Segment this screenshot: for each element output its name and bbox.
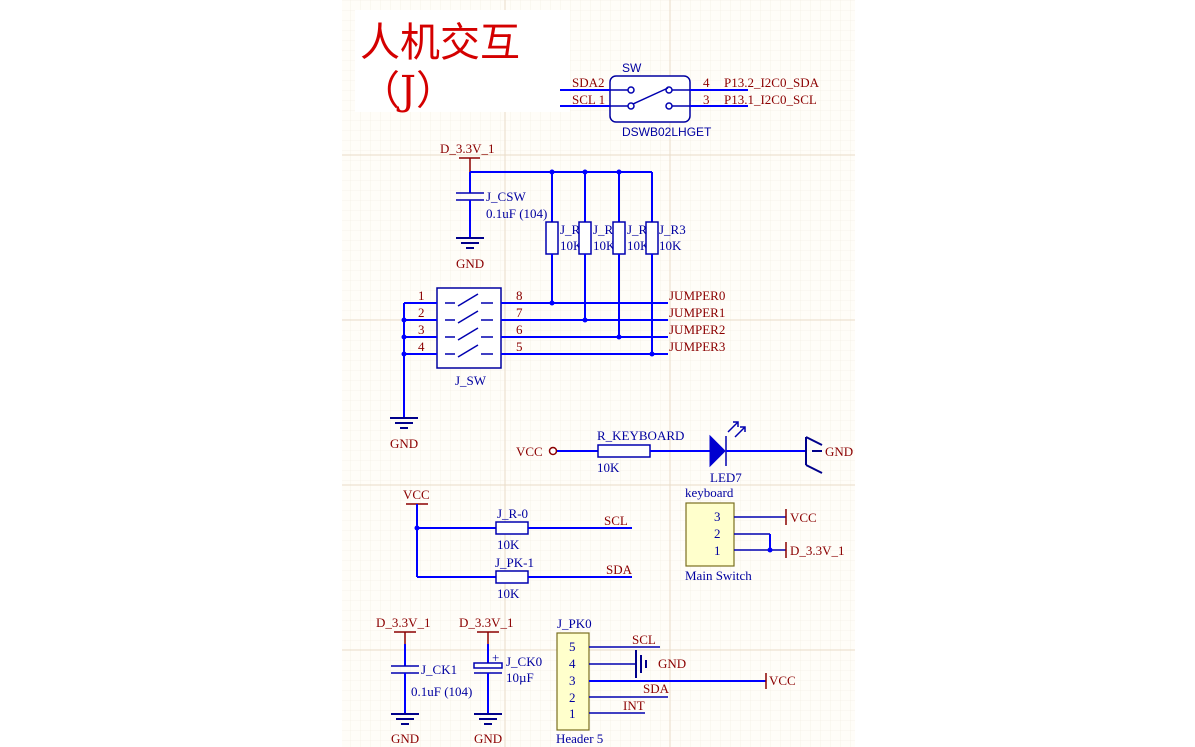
resistor-j-r2-value: 10K xyxy=(627,238,650,253)
dip-pin-3: 3 xyxy=(418,322,425,337)
header5-gnd-symbol xyxy=(635,650,647,678)
pullup-net-scl: SCL xyxy=(604,513,628,528)
keyboard-header-title: keyboard xyxy=(685,485,734,500)
dip-pin-6: 6 xyxy=(516,322,523,337)
header5-net-int: INT xyxy=(623,698,645,713)
resistor-j-r3: J_R3 10K xyxy=(645,172,686,354)
resistor-keyboard-value: 10K xyxy=(597,460,620,475)
dip-pin-2: 2 xyxy=(418,305,425,320)
dip-gnd: GND xyxy=(390,436,418,451)
resistor-j-pk-1-ref: J_PK-1 xyxy=(495,555,534,570)
dip-pin-4: 4 xyxy=(418,339,425,354)
resistor-j-r3-ref: J_R3 xyxy=(659,222,686,237)
dip-pin-8: 8 xyxy=(516,288,523,303)
cap-j-ck1-value: 0.1uF (104) xyxy=(411,684,472,699)
pullup-vcc: VCC xyxy=(403,487,430,502)
net-jumper3: JUMPER3 xyxy=(669,339,725,354)
cap-csw-ref: J_CSW xyxy=(486,189,526,204)
dip-pin-5: 5 xyxy=(516,339,523,354)
top-switch-net-right-1: P13.2_I2C0_SDA xyxy=(724,75,820,90)
led-gnd: GND xyxy=(825,444,853,459)
keyboard-pin-1: 1 xyxy=(714,543,721,558)
resistor-j-r0-value: 10K xyxy=(560,238,583,253)
keyboard-pin-2: 2 xyxy=(714,526,721,541)
keyboard-header-body xyxy=(685,502,735,567)
resistor-j-r1-value: 10K xyxy=(593,238,616,253)
header5-net-vcc: VCC xyxy=(769,673,796,688)
cap-j-ck1: D_3.3V_1 J_CK1 0.1uF (104) GND xyxy=(376,615,472,746)
top-switch-pin-4: 4 xyxy=(703,75,710,90)
led-ref: LED7 xyxy=(710,470,742,485)
top-switch-ref: SW xyxy=(622,61,642,75)
cap-j-ck1-supply: D_3.3V_1 xyxy=(376,615,431,630)
top-switch-body xyxy=(609,75,691,123)
resistor-j-pk-1-body xyxy=(495,570,529,584)
title-line1: 人机交互 xyxy=(360,20,520,66)
keyboard-header-label: Main Switch xyxy=(685,568,752,583)
cap-j-ck0: D_3.3V_1 + J_CK0 10µF GND xyxy=(459,615,542,746)
resistor-j-r-0-value: 10K xyxy=(497,537,520,552)
cap-j-ck0-ref: J_CK0 xyxy=(506,654,542,669)
header5-ref: J_PK0 xyxy=(557,616,592,631)
cap-csw-gnd: GND xyxy=(456,256,484,271)
top-switch-part: DSWB02LHGET xyxy=(622,125,712,139)
keyboard-header: keyboard 3 2 1 VCC D_3.3V_1 Main Switch xyxy=(685,485,845,583)
keyboard-net-d33v: D_3.3V_1 xyxy=(790,543,845,558)
resistor-keyboard-body xyxy=(597,444,651,458)
sheet-grid xyxy=(342,0,855,747)
net-jumper0: JUMPER0 xyxy=(669,288,725,303)
resistor-j-r-0-body xyxy=(495,521,529,535)
net-jumper1: JUMPER1 xyxy=(669,305,725,320)
resistor-j-r3-value: 10K xyxy=(659,238,682,253)
header5-body xyxy=(556,632,590,731)
dip-switch-ref: J_SW xyxy=(455,373,487,388)
pullup-block: VCC J_R-0 10K SCL J_PK-1 10K SDA xyxy=(403,487,633,601)
title-box xyxy=(355,10,570,112)
power-block: D_3.3V_1 J_CSW 0.1uF (104) GND J_R0 10K xyxy=(440,141,686,354)
header5-net-gnd: GND xyxy=(658,656,686,671)
header5-label: Header 5 xyxy=(556,731,603,746)
header5-pin-5: 5 xyxy=(569,639,576,654)
power-supply-label: D_3.3V_1 xyxy=(440,141,495,156)
keyboard-net-vcc: VCC xyxy=(790,510,817,525)
header5-pin-2: 2 xyxy=(569,690,576,705)
title-line2: （J） xyxy=(360,68,456,114)
top-switch-net-right-2: P13.1_I2C0_SCL xyxy=(724,92,817,107)
header5-net-sda: SDA xyxy=(643,681,670,696)
led-light-rays-icon xyxy=(727,421,746,438)
cap-j-ck1-gnd: GND xyxy=(391,731,419,746)
dip-pin-1: 1 xyxy=(418,288,425,303)
dip-pin-7: 7 xyxy=(516,305,523,320)
dip-switch: 1 2 3 4 8 7 6 5 JUMPER0 JUMPER1 JUMPER2 … xyxy=(390,287,725,451)
resistor-j-r-0-ref: J_R-0 xyxy=(497,506,528,521)
led-block: VCC R_KEYBOARD 10K GND LED7 xyxy=(516,421,853,485)
top-switch: SW SDA2 SCL 1 4 3 P13.2_I2C0_SDA P13.1_I… xyxy=(560,61,820,139)
led-vcc: VCC xyxy=(516,444,543,459)
cap-j-ck0-value: 10µF xyxy=(506,670,534,685)
led-gnd-symbol xyxy=(805,436,823,474)
cap-j-ck0-supply: D_3.3V_1 xyxy=(459,615,514,630)
keyboard-pin-3: 3 xyxy=(714,509,721,524)
header5-pin-3: 3 xyxy=(569,673,576,688)
cap-j-ck0-gnd: GND xyxy=(474,731,502,746)
header5-pin-4: 4 xyxy=(569,656,576,671)
cap-csw-value: 0.1uF (104) xyxy=(486,206,547,221)
resistor-j-pk-1-value: 10K xyxy=(497,586,520,601)
header5-net-scl: SCL xyxy=(632,632,656,647)
led-diode-icon xyxy=(709,434,726,468)
net-jumper2: JUMPER2 xyxy=(669,322,725,337)
top-switch-net-left-2: SCL 1 xyxy=(572,92,605,107)
cap-j-ck1-ref: J_CK1 xyxy=(421,662,457,677)
header5-pin-1: 1 xyxy=(569,706,576,721)
pullup-net-sda: SDA xyxy=(606,562,633,577)
header5: J_PK0 5 4 3 2 1 SCL GND VCC SDA INT Head… xyxy=(556,616,796,746)
top-switch-pin-3: 3 xyxy=(703,92,710,107)
sheet-separators xyxy=(342,0,855,747)
resistor-keyboard-ref: R_KEYBOARD xyxy=(597,428,684,443)
cap-polarity-plus-icon: + xyxy=(492,650,499,665)
top-switch-net-left-1: SDA2 xyxy=(572,75,605,90)
